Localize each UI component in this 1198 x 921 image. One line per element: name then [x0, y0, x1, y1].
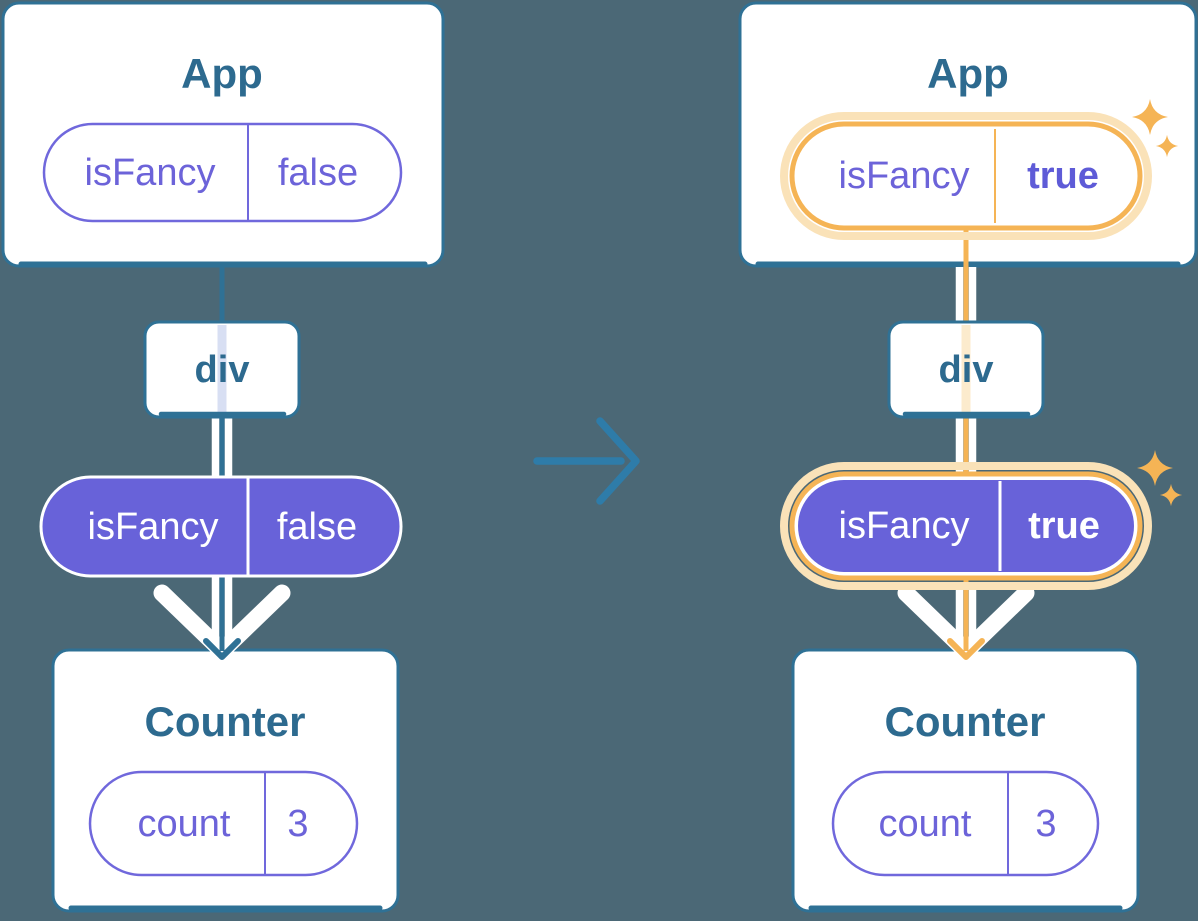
component-title: Counter	[145, 698, 306, 745]
tree-after: App isFancy true div	[738, 1, 1198, 913]
prop-pill-solid	[798, 480, 1134, 572]
after-counter-card: Counter count 3	[791, 648, 1140, 913]
after-app-prop-pill: isFancy true	[780, 99, 1179, 240]
state-name: count	[879, 803, 972, 845]
component-title: App	[927, 50, 1009, 97]
state-pill-outline	[88, 770, 359, 877]
state-value: 3	[1035, 803, 1056, 845]
prop-value: true	[1028, 505, 1100, 547]
prop-pill-outline	[42, 122, 403, 223]
highlight-halo	[780, 112, 1152, 240]
component-title: App	[181, 50, 263, 97]
arrow-head	[596, 417, 640, 505]
sparkle-icon	[1132, 99, 1168, 135]
before-app-card: App isFancy false	[1, 1, 445, 268]
before-counter-state-pill: count 3	[88, 770, 359, 877]
arrowhead-down-icon	[947, 638, 985, 660]
before-app-prop-pill: isFancy false	[42, 122, 403, 223]
prop-value: false	[278, 152, 358, 194]
before-div-node: div	[143, 320, 301, 419]
state-value: 3	[287, 803, 308, 845]
state-pill-outline	[831, 770, 1100, 877]
transition-arrow-icon	[533, 417, 640, 505]
highlight-halo	[780, 462, 1152, 590]
before-passed-prop-pill: isFancy false	[39, 475, 403, 578]
prop-name: isFancy	[85, 152, 216, 194]
after-passed-prop-pill: isFancy true	[780, 450, 1183, 590]
prop-pill-solid	[39, 475, 403, 578]
div-label: div	[195, 349, 250, 391]
sparkle-icon	[1159, 483, 1183, 507]
state-name: count	[138, 803, 231, 845]
prop-name: isFancy	[88, 506, 219, 548]
highlight-ring	[789, 121, 1143, 231]
tree-before: App isFancy false div Counter count	[1, 1, 445, 913]
prop-name: isFancy	[839, 155, 970, 197]
component-title: Counter	[885, 698, 1046, 745]
prop-value: true	[1027, 155, 1099, 197]
prop-value: false	[277, 506, 357, 548]
after-counter-state-pill: count 3	[831, 770, 1100, 877]
prop-name: isFancy	[839, 505, 970, 547]
arrowhead-down-icon	[203, 638, 241, 660]
sparkle-icon	[1137, 450, 1173, 486]
sparkle-icon	[1155, 134, 1179, 158]
after-div-node: div	[887, 320, 1045, 419]
before-counter-card: Counter count 3	[51, 648, 400, 913]
div-label: div	[939, 349, 994, 391]
